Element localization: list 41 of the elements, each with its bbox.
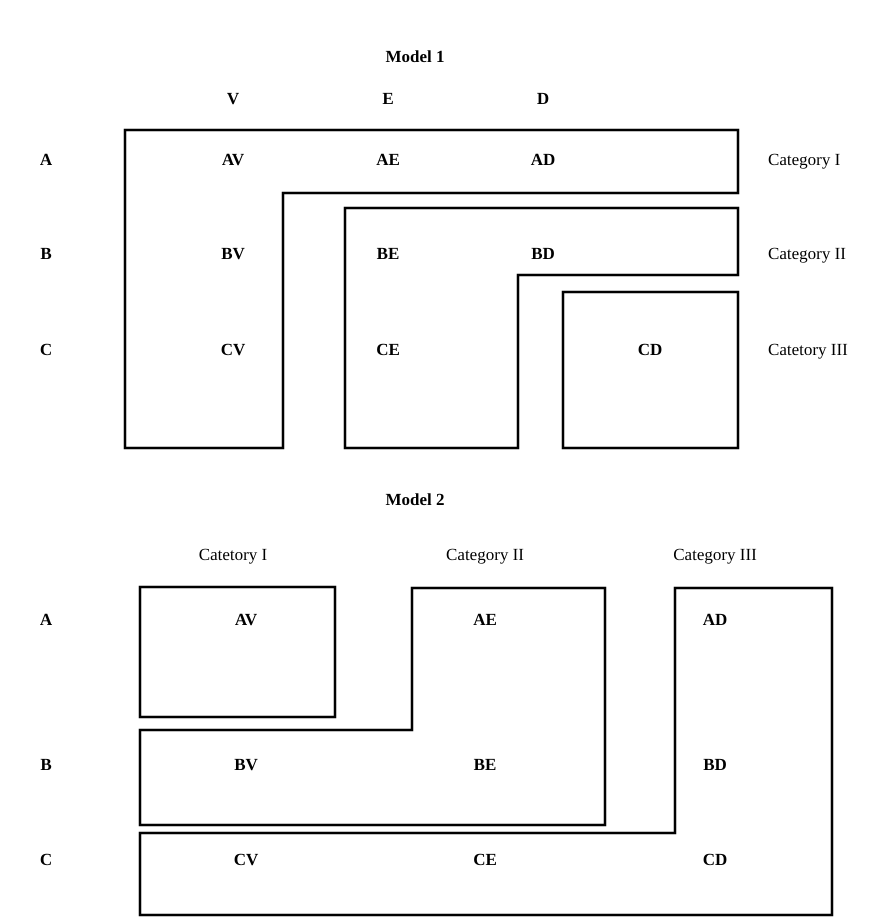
cell-label: BV [221,244,245,264]
cell-label: AE [376,150,400,170]
row-header: A [40,150,52,170]
row-header: B [40,244,52,264]
cell-label: BE [376,244,400,264]
cell-label: AD [702,610,728,630]
category-region [140,587,335,717]
row-header: A [40,610,52,630]
category-region [140,588,605,825]
category-label: Catetory III [768,340,848,360]
model-title: Model 2 [385,490,445,510]
category-label: Category II [768,244,846,264]
category-region [345,208,738,448]
row-header: B [40,755,52,775]
cell-label: BE [474,755,496,775]
cell-label: AE [473,610,497,630]
model-title: Model 1 [385,47,445,67]
category-region [125,130,738,448]
column-header: Category III [673,545,757,565]
column-header: E [382,89,394,109]
column-header: D [536,89,550,109]
cell-label: AD [530,150,556,170]
cell-label: CV [220,340,246,360]
cell-label: CD [638,340,662,360]
cell-label: BV [234,755,258,775]
cell-label: AV [234,610,258,630]
cell-label: CE [473,850,497,870]
cell-label: CV [234,850,258,870]
cell-label: BD [703,755,727,775]
column-header: V [226,89,240,109]
category-region [140,588,832,915]
column-header: Catetory I [198,545,268,565]
column-header: Category II [446,545,524,565]
category-label: Category I [768,150,840,170]
cell-label: CD [702,850,728,870]
row-header: C [40,850,52,870]
cell-label: CE [376,340,400,360]
category-region [563,292,738,448]
row-header: C [40,340,52,360]
cell-label: AV [222,150,244,170]
cell-label: BD [531,244,555,264]
